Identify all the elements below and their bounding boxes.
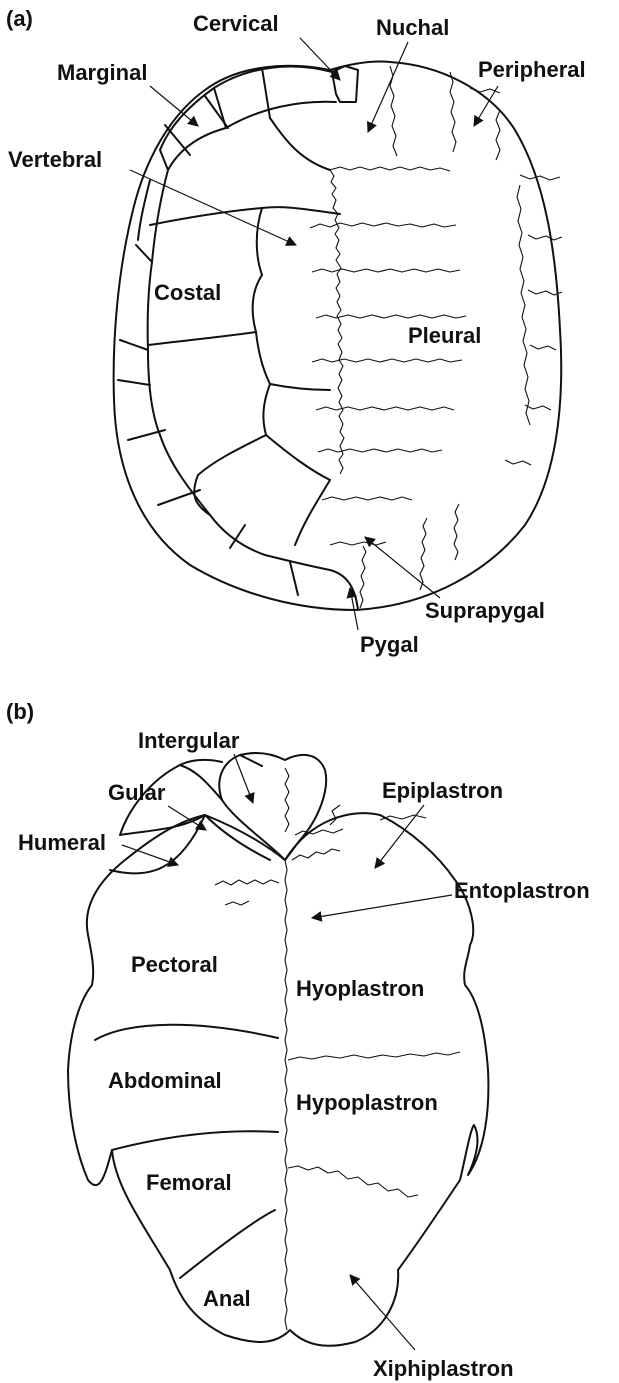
arrow-xiphiplastron [350, 1275, 415, 1350]
label-vertebral: Vertebral [8, 147, 102, 172]
label-pygal: Pygal [360, 632, 419, 657]
plastron-panel: (b) [6, 699, 590, 1381]
label-cervical: Cervical [193, 11, 279, 36]
plastron-midline [285, 860, 287, 1330]
label-xiphiplastron: Xiphiplastron [373, 1356, 514, 1381]
panel-a-tag: (a) [6, 6, 33, 31]
carapace-panel: (a) [6, 6, 586, 657]
label-entoplastron: Entoplastron [454, 878, 590, 903]
label-abdominal: Abdominal [108, 1068, 222, 1093]
arrow-entoplastron [312, 895, 452, 918]
label-marginal: Marginal [57, 60, 147, 85]
cervical-scute [332, 66, 358, 102]
label-gular: Gular [108, 780, 166, 805]
label-hypoplastron: Hypoplastron [296, 1090, 438, 1115]
label-peripheral: Peripheral [478, 57, 586, 82]
label-femoral: Femoral [146, 1170, 232, 1195]
label-nuchal: Nuchal [376, 15, 449, 40]
costal-plates [148, 118, 340, 545]
arrow-epiplastron [375, 805, 424, 868]
arrow-cervical [300, 38, 340, 80]
label-suprapygal: Suprapygal [425, 598, 545, 623]
panel-b-tag: (b) [6, 699, 34, 724]
label-epiplastron: Epiplastron [382, 778, 503, 803]
plastron-scute-divisions [95, 1025, 278, 1278]
anterior-scutes [110, 753, 326, 874]
label-anal: Anal [203, 1286, 251, 1311]
label-hyoplastron: Hyoplastron [296, 976, 424, 1001]
label-intergular: Intergular [138, 728, 240, 753]
label-pectoral: Pectoral [131, 952, 218, 977]
arrow-nuchal [368, 42, 408, 132]
label-pleural: Pleural [408, 323, 481, 348]
arrow-intergular [234, 754, 253, 803]
label-costal: Costal [154, 280, 221, 305]
arrow-suprapygal [365, 537, 440, 598]
label-humeral: Humeral [18, 830, 106, 855]
